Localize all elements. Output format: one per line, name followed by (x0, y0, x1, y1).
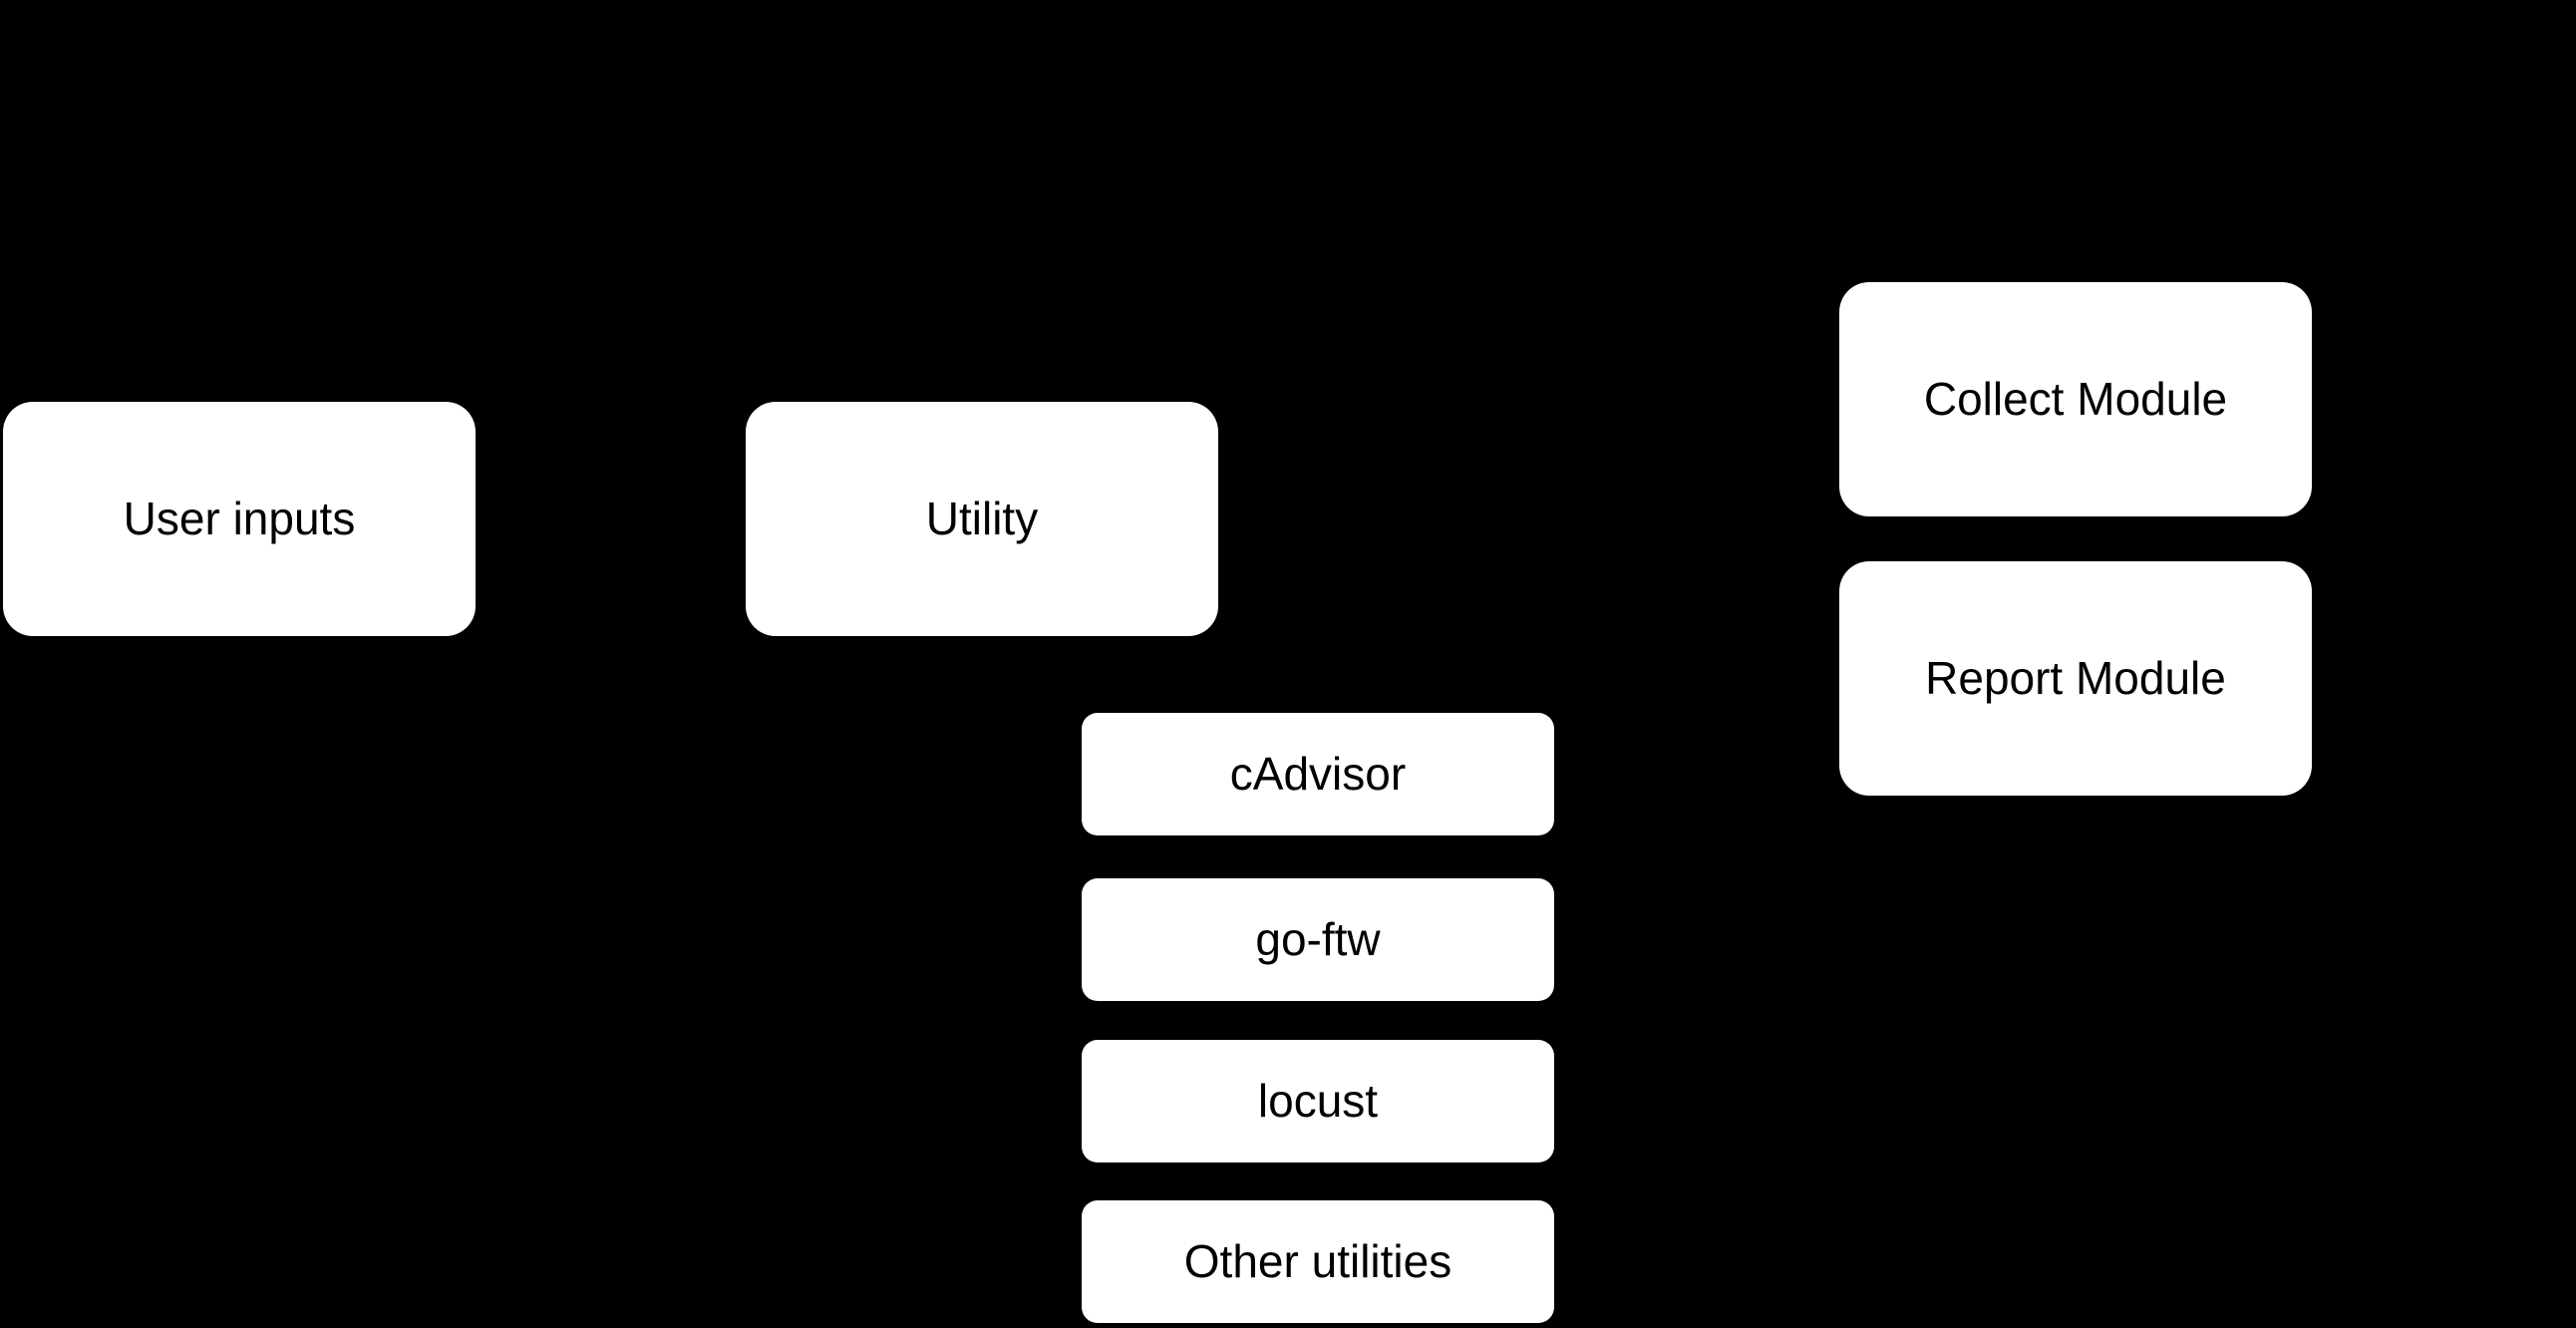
node-go-ftw-label: go-ftw (1255, 912, 1381, 965)
node-other-utilities: Other utilities (1082, 1200, 1554, 1323)
node-collect-module: Collect Module (1839, 282, 2312, 516)
node-cadvisor-label: cAdvisor (1229, 747, 1407, 800)
node-locust: locust (1082, 1040, 1554, 1162)
node-report-module: Report Module (1839, 561, 2312, 796)
node-utility: Utility (746, 402, 1218, 636)
node-user-inputs: User inputs (3, 402, 476, 636)
node-utility-label: Utility (925, 492, 1039, 544)
node-cadvisor: cAdvisor (1082, 713, 1554, 835)
node-collect-module-label: Collect Module (1923, 372, 2228, 425)
node-report-module-label: Report Module (1925, 651, 2226, 704)
node-other-utilities-label: Other utilities (1183, 1234, 1452, 1287)
node-go-ftw: go-ftw (1082, 878, 1554, 1001)
node-user-inputs-label: User inputs (123, 492, 356, 544)
node-locust-label: locust (1257, 1074, 1379, 1127)
